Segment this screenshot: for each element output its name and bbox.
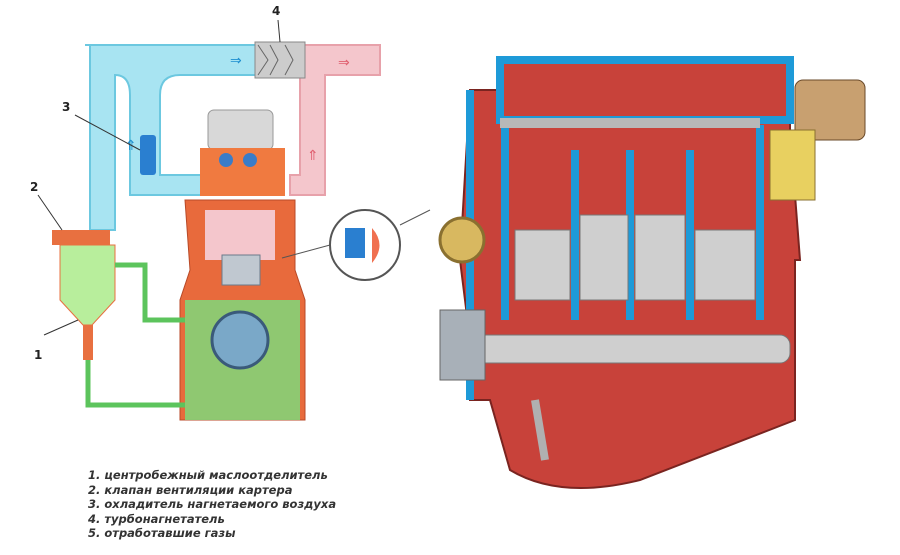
water-pump (794, 79, 866, 141)
engine-cutaway (438, 56, 866, 489)
exhaust-pipe (289, 44, 381, 196)
ventilation-valve (52, 230, 110, 245)
callout-1: 1 (34, 348, 43, 362)
legend-item: 4. турбонагнетатель (88, 511, 225, 526)
intercooler (140, 135, 156, 175)
oil-separator (59, 244, 116, 326)
svg-text:⇑: ⇑ (125, 138, 137, 154)
cylinder-head (207, 109, 274, 151)
legend-item: 1. центробежный маслоотделитель (88, 468, 328, 482)
callout-4: 4 (272, 4, 281, 18)
svg-text:⇒: ⇒ (230, 53, 242, 69)
svg-text:⇒: ⇒ (338, 55, 350, 71)
timing-gear (438, 216, 486, 264)
legend-item: 5. отработавшие газы (88, 526, 236, 540)
crankcase-ventilation-schematic: ⇒ ⇒ ⇑ ⇑ (37, 19, 431, 421)
legend-item: 2. клапан вентиляции картера (88, 482, 293, 497)
turbocharger (254, 41, 306, 79)
callout-3: 3 (62, 100, 71, 114)
legend-item: 3. охладитель нагнетаемого воздуха (88, 497, 337, 511)
legend: 1. центробежный маслоотделитель 2. клапа… (88, 468, 336, 541)
svg-text:⇑: ⇑ (307, 148, 319, 164)
crankshaft (210, 310, 270, 370)
callout-2: 2 (30, 180, 39, 194)
